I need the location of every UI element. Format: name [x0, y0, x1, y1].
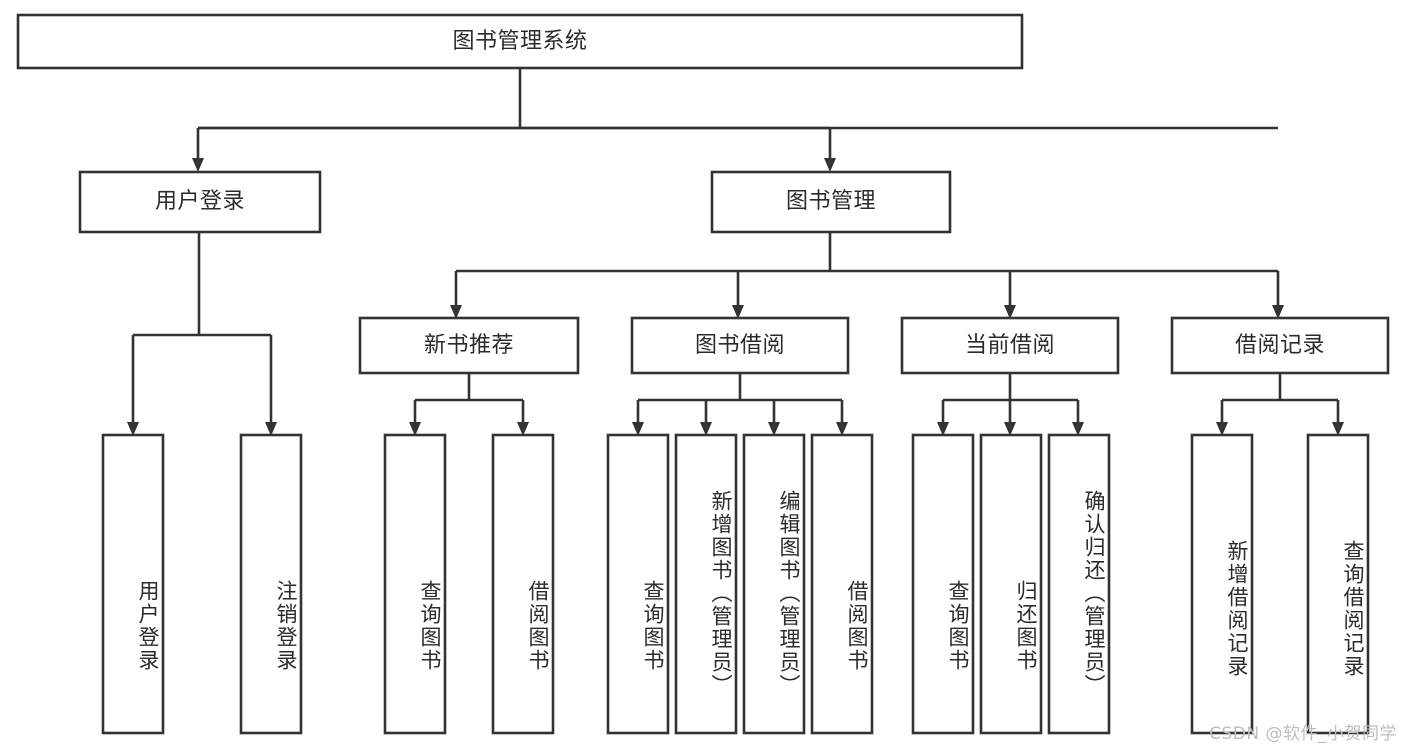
- node-current-borrow-box[interactable]: [900, 316, 1120, 375]
- node-new-book-box[interactable]: [358, 316, 580, 375]
- connector-currentborrow-to-leaves: [937, 373, 1084, 436]
- leaf-box-borrow-lend[interactable]: [810, 433, 874, 735]
- connector-newbook-to-leaves: [409, 373, 529, 436]
- node-root-box[interactable]: [16, 13, 1024, 70]
- connector-bookmgmt-to-level3: [450, 232, 1284, 319]
- leaf-box-borrow-edit[interactable]: [742, 433, 806, 735]
- leaf-box-borrow-add[interactable]: [674, 433, 738, 735]
- leaf-box-newbook-borrow[interactable]: [491, 433, 555, 735]
- connector-root-to-level2: [192, 68, 1278, 172]
- leaf-box-record-add[interactable]: [1190, 433, 1254, 735]
- node-borrow-record-box[interactable]: [1170, 316, 1390, 375]
- leaf-box-current-query[interactable]: [911, 433, 975, 735]
- node-book-management-box[interactable]: [710, 170, 952, 234]
- leaf-box-logout[interactable]: [239, 433, 303, 735]
- leaf-box-current-return[interactable]: [979, 433, 1043, 735]
- leaf-box-borrow-query[interactable]: [606, 433, 670, 735]
- connector-borrowrecord-to-leaves: [1216, 373, 1344, 436]
- leaf-box-newbook-query[interactable]: [383, 433, 447, 735]
- leaf-box-user-login[interactable]: [101, 433, 165, 735]
- connector-bookborrow-to-leaves: [632, 373, 848, 436]
- node-book-borrow-box[interactable]: [630, 316, 850, 375]
- connector-userlogin-to-leaves: [127, 232, 277, 436]
- node-user-login-box[interactable]: [78, 170, 322, 234]
- leaf-box-current-confirm[interactable]: [1047, 433, 1111, 735]
- leaf-box-record-query[interactable]: [1306, 433, 1370, 735]
- csdn-watermark: CSDN @软件_小贺同学: [1209, 724, 1397, 744]
